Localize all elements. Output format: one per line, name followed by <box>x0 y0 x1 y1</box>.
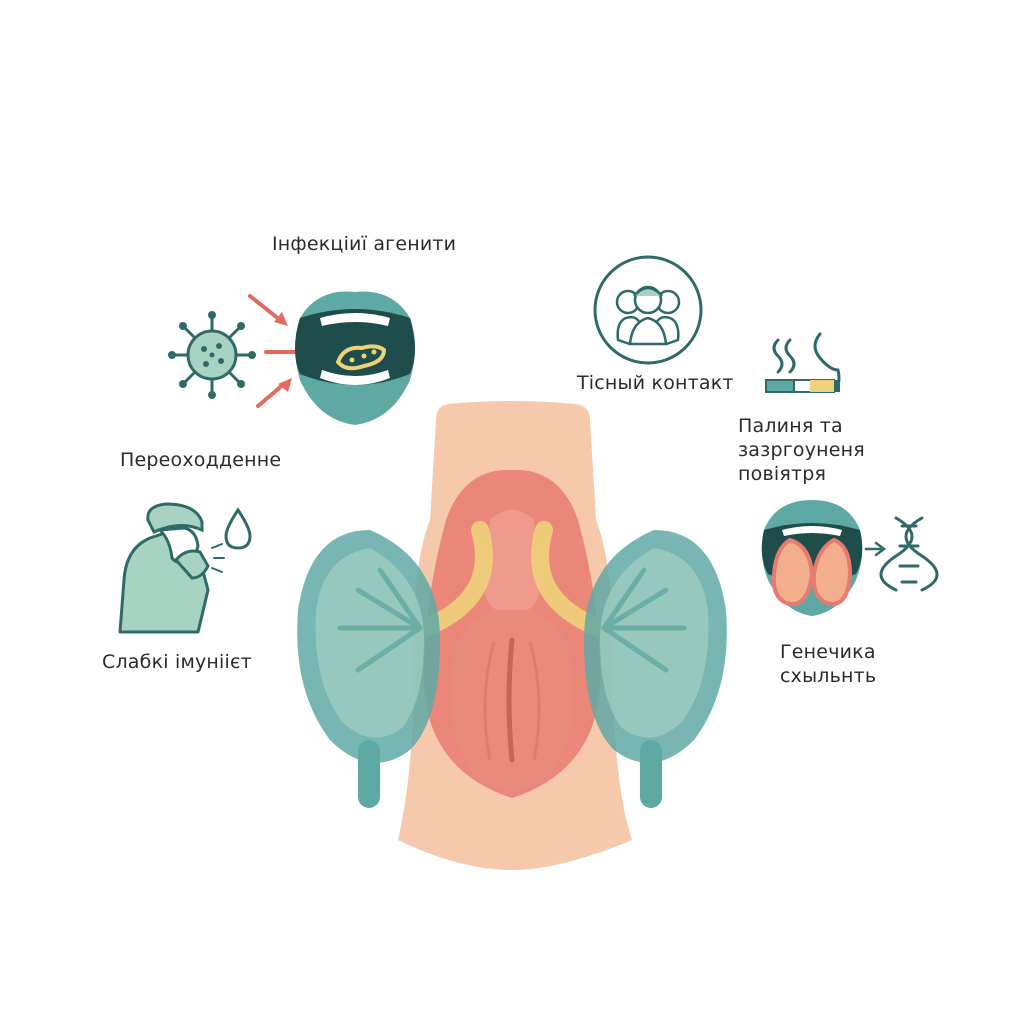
left-tonsil <box>297 530 440 808</box>
arrow-right-icon <box>864 541 887 557</box>
dna-icon <box>879 516 939 592</box>
tongue <box>450 609 574 791</box>
smoke-icon <box>772 332 841 386</box>
tongue-line-right <box>528 641 541 761</box>
virus-icon <box>168 311 256 399</box>
label-close-contact: Тісный контакт <box>577 372 734 394</box>
bacteria-icon <box>335 344 387 371</box>
throat-tonsils-illustration <box>297 401 727 870</box>
label-hypothermia: Переоходденне <box>120 449 282 471</box>
tongue-line-left <box>483 641 496 761</box>
tongue-groove <box>506 637 515 763</box>
person-coughing-icon <box>118 502 225 634</box>
cigarette-icon <box>765 379 840 393</box>
mouth-open-icon <box>295 291 415 425</box>
right-tonsil <box>584 530 727 808</box>
label-genetic-predisposition: Генечика схыльнть <box>780 641 877 687</box>
uvula <box>484 510 540 614</box>
label-weak-immunity: Слабкі імуніієт <box>102 651 252 673</box>
label-smoking-pollution: Палиня та зазргоуненя повіятря <box>738 415 865 485</box>
water-drop-icon <box>224 507 252 550</box>
people-group-icon <box>593 255 703 365</box>
label-infectious-agents: Інфекціиї агенити <box>272 233 457 255</box>
mouth-swollen-tonsils-icon <box>761 500 863 616</box>
